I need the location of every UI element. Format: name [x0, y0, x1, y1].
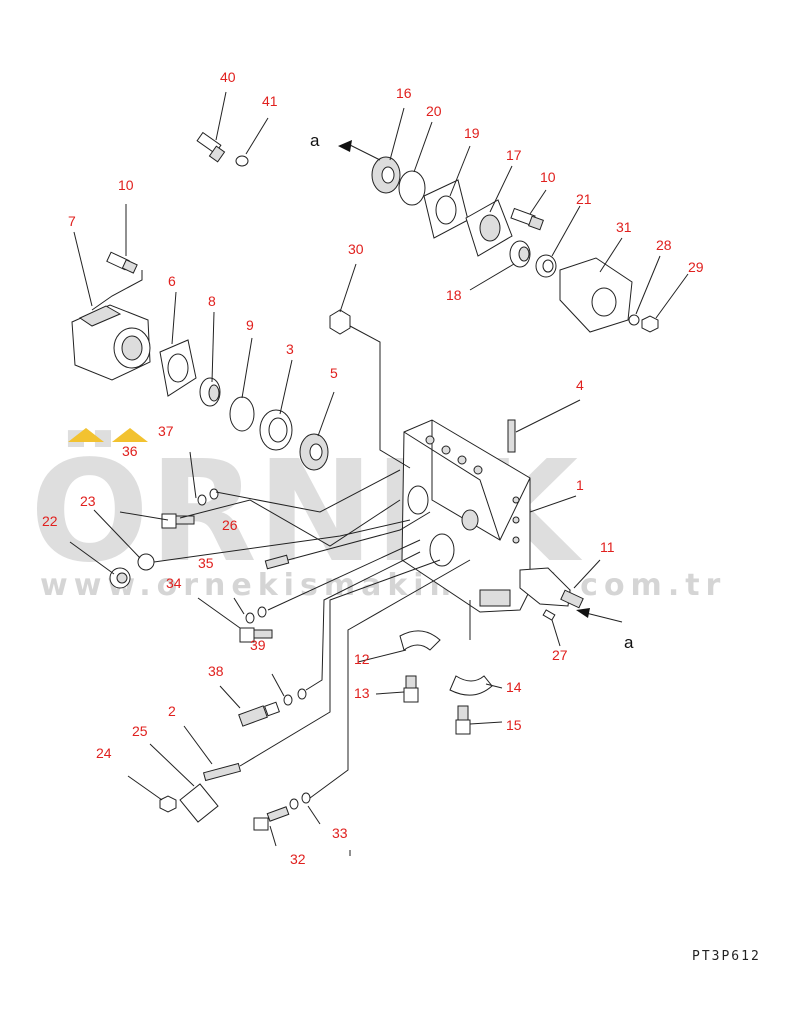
callout-28: 28	[656, 237, 672, 253]
part-3-seal	[259, 409, 293, 451]
part-36-bolt	[161, 513, 195, 529]
part-37-washer-a	[197, 494, 207, 506]
callout-27: 27	[552, 647, 568, 663]
part-14-clamp	[449, 675, 493, 696]
callout-41: 41	[262, 93, 278, 109]
callout-26: 26	[222, 517, 238, 533]
part-7-body	[71, 304, 151, 381]
part-40-fitting	[196, 131, 226, 163]
part-33-washer-b	[301, 792, 311, 804]
part-39-washer-b	[297, 688, 307, 700]
part-30-nut	[329, 309, 351, 335]
leader-lines	[69, 91, 689, 856]
part-1-valve-body	[401, 419, 531, 613]
watermark-accent-left	[68, 428, 104, 442]
callout-10-left: 10	[118, 177, 134, 193]
callout-9: 9	[246, 317, 254, 333]
direction-marker-top: a	[310, 131, 320, 150]
part-35-washer-a	[245, 612, 255, 624]
drawing-code: PT3P612	[692, 949, 761, 964]
part-24-nut	[159, 795, 177, 813]
callout-6: 6	[168, 273, 176, 289]
callout-32: 32	[290, 851, 306, 867]
callout-22: 22	[42, 513, 58, 529]
part-21-bushing	[535, 254, 557, 278]
part-10-bolt-right	[510, 207, 544, 231]
part-13-bolt	[403, 675, 419, 703]
part-20-oring	[398, 170, 426, 206]
callout-19: 19	[464, 125, 480, 141]
part-35-washer-b	[257, 606, 267, 618]
callout-7: 7	[68, 213, 76, 229]
part-23-washer	[137, 553, 155, 571]
callout-29: 29	[688, 259, 704, 275]
part-18-bearing	[509, 240, 531, 268]
watermark-url: www.ornekismakinalari.com.tr	[40, 568, 726, 603]
part-5-gear	[299, 433, 329, 471]
callout-16: 16	[396, 85, 412, 101]
part-2-stud	[202, 762, 242, 782]
callout-23: 23	[80, 493, 96, 509]
part-37-washer-b	[209, 488, 219, 500]
parts	[71, 131, 659, 831]
part-22-plug	[109, 567, 131, 589]
part-6-gasket	[159, 339, 197, 397]
callout-15: 15	[506, 717, 522, 733]
callout-30: 30	[348, 241, 364, 257]
part-9-ring	[229, 396, 255, 432]
part-25-flange	[179, 783, 219, 823]
part-27-key	[542, 609, 556, 621]
part-32-bolt	[253, 806, 290, 831]
callout-31: 31	[616, 219, 632, 235]
watermark-accent-right	[112, 428, 148, 442]
part-15-bolt	[455, 705, 471, 735]
part-16-gear	[371, 156, 401, 194]
callout-11: 11	[600, 539, 615, 555]
callout-12: 12	[354, 651, 370, 667]
callout-13: 13	[354, 685, 370, 701]
part-26-screw	[264, 554, 290, 570]
callout-5: 5	[330, 365, 338, 381]
callout-39: 39	[250, 637, 266, 653]
callout-37: 37	[158, 423, 174, 439]
callout-35: 35	[198, 555, 214, 571]
callout-21: 21	[576, 191, 592, 207]
callout-33: 33	[332, 825, 348, 841]
callout-24: 24	[96, 745, 112, 761]
callout-10-right: 10	[540, 169, 556, 185]
part-12-clamp	[399, 630, 441, 651]
part-11-shaft	[519, 567, 584, 609]
part-8-bearing	[199, 377, 221, 407]
part-10-bolt-left	[106, 251, 138, 274]
part-19-gasket	[423, 179, 469, 239]
callout-34: 34	[166, 575, 182, 591]
callout-labels: 40 41 10 7 6 8 9 3 5 30 16 20 19 17 10 1…	[42, 69, 704, 867]
callout-18: 18	[446, 287, 462, 303]
part-29-nut	[641, 315, 659, 333]
callout-36: 36	[122, 443, 138, 459]
part-33-washer-a	[289, 798, 299, 810]
callout-3: 3	[286, 341, 294, 357]
callout-1: 1	[576, 477, 584, 493]
callout-20: 20	[426, 103, 442, 119]
callout-38: 38	[208, 663, 224, 679]
callout-4: 4	[576, 377, 584, 393]
callout-17: 17	[506, 147, 522, 163]
part-28-washer	[628, 314, 640, 326]
part-4-stud	[507, 419, 516, 453]
callout-2: 2	[168, 703, 176, 719]
part-17-flange	[465, 199, 513, 257]
part-41-washer	[235, 155, 249, 167]
part-34-bolt	[239, 627, 273, 643]
callout-14: 14	[506, 679, 522, 695]
part-39-washer-a	[283, 694, 293, 706]
part-38-bolt	[238, 701, 280, 727]
direction-marker-right: a	[624, 633, 634, 652]
callout-8: 8	[208, 293, 216, 309]
part-31-cover	[559, 257, 633, 333]
callout-40: 40	[220, 69, 236, 85]
callout-25: 25	[132, 723, 148, 739]
